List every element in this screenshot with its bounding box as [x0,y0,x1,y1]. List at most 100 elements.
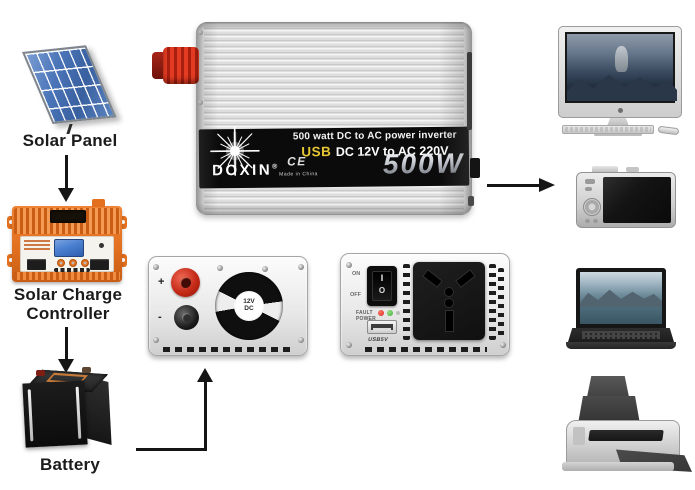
negative-terminal-icon [174,305,199,330]
vent-slots [403,264,410,340]
controller-button [57,259,65,267]
computer-logo-dot [618,108,623,113]
controller-bottom-fins [14,272,120,280]
dc-input-terminal-icon [152,47,199,84]
battery-highlight [27,389,34,442]
controller-lcd-screen [54,239,84,257]
keyboard-icon [562,125,654,134]
controller-terminal-block [27,259,46,270]
socket-hole [445,299,453,307]
power-switch-icon: I O [367,266,397,306]
printer-lid-slot [588,430,664,441]
arrow-shaft [136,448,206,451]
switch-off-mark: O [378,286,386,295]
laptop-screen [576,268,666,328]
fault-led-icon [378,310,384,316]
camera-button [585,187,592,191]
inverter-side-nub [468,196,474,206]
vent-slots [163,347,295,352]
camera-button [585,179,595,184]
arrow-head-up-icon [197,368,213,382]
camera-body [576,172,676,228]
screw-icon [262,266,268,272]
usb-port-label: USB5V [367,337,389,343]
screw-icon [198,100,203,105]
screw-icon [346,342,352,348]
computer-display [558,26,682,118]
laptop-keyboard-deck [568,328,674,342]
screw-icon [346,262,352,268]
controller-display-slot [50,210,86,223]
starburst-icon [210,126,260,176]
mount-ear [119,216,127,229]
desktop-computer-icon [556,20,684,140]
power-label: POWER [356,316,376,322]
charge-controller-label: Solar Charge Controller [0,285,136,323]
camera-button [593,219,598,223]
mouse-icon [657,125,680,136]
on-label: ON [352,271,361,277]
battery-terminal [82,367,91,373]
inverter-side-switch [470,158,480,178]
terminal-cap [152,52,166,79]
plus-label: + [158,276,165,288]
ac-universal-socket-icon [413,262,485,340]
registered-mark: ® [272,163,278,171]
screen-wolf [615,46,628,72]
fan-hub: 12V DC [234,291,264,321]
arrow-head-down-icon [58,188,74,202]
controller-button [81,259,89,267]
rocker: I O [372,271,392,301]
printer-control-panel [573,427,585,445]
mount-ear [119,254,127,267]
inverter-side-strip [467,52,472,130]
screw-icon [217,265,223,271]
printer-rear-tray [578,396,640,424]
screw-icon [298,264,304,270]
battery-icon [20,366,120,458]
vent-slots [498,268,504,336]
battery-front-face [22,380,88,448]
power-inverter-icon: DOXIN® CE Made in China 500 watt DC to A… [196,22,472,215]
screw-icon [153,264,159,270]
printer-icon [552,376,692,480]
solar-panel-cells [22,45,117,124]
fan-label-12v: 12V [243,298,255,306]
inverter-endcap [196,22,204,215]
camera-top-control [592,166,618,173]
fault-label: FAULT [356,310,373,316]
brand-text: DOXIN [212,161,273,180]
socket-hole [445,288,453,296]
arrow-shaft [487,184,540,187]
controller-indicator [99,243,104,248]
printer-base [562,462,674,471]
usb-port-icon [367,320,397,334]
positive-terminal-icon [171,268,200,297]
power-led-icon [387,310,393,316]
battery-label: Battery [40,455,100,474]
vent-slots [489,264,496,340]
socket-slot [456,270,475,287]
camera-shutter-button [626,167,639,172]
inverter-front-view: + - 12V DC [148,256,308,356]
arrow-head-right-icon [539,178,555,192]
fan-label-dc: DC [244,305,254,312]
controller-front-panel [20,236,114,272]
socket-slot [423,270,442,287]
off-label: OFF [350,292,361,298]
controller-button [69,259,77,267]
arrow-shaft [65,327,68,360]
camera-lcd [603,177,671,223]
vent-slots [365,347,487,352]
screw-icon [198,30,203,35]
wallpaper-mountains [580,289,662,308]
solar-panel-icon [14,44,126,136]
controller-top-tab [92,199,105,207]
charge-controller-label-line1: Solar Charge [13,285,123,304]
laptop-front-edge [566,342,676,349]
screw-icon [153,337,159,343]
controller-terminal-block [90,259,109,270]
computer-stand-foot [594,133,642,136]
digital-camera-icon [576,164,678,230]
